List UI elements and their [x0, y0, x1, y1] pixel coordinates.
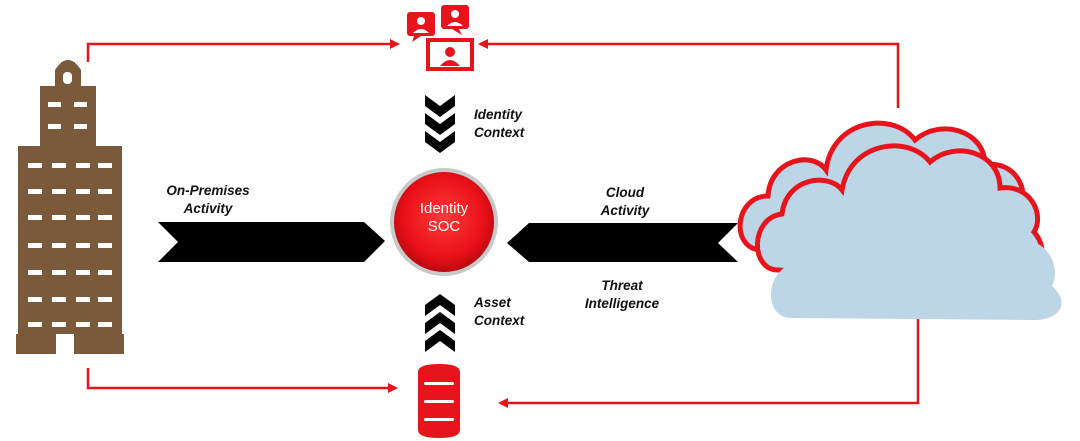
connector-cloud-to-users	[478, 39, 900, 108]
users-chat-icon	[407, 5, 474, 71]
onprem-activity-arrow	[158, 222, 385, 262]
asset-context-chevrons	[425, 294, 455, 352]
cloud-activity-label: Cloud Activity	[600, 185, 650, 218]
connector-lines	[86, 39, 920, 408]
database-icon	[418, 364, 460, 438]
cloud-icon	[737, 120, 1062, 320]
identity-soc-label: Identity SOC	[419, 200, 469, 235]
connector-building-to-users	[86, 39, 400, 62]
threat-intelligence-label: Threat Intelligence	[584, 278, 660, 311]
identity-context-label: Identity Context	[474, 107, 525, 140]
connector-cloud-to-database	[498, 318, 920, 408]
identity-context-chevrons	[425, 95, 455, 153]
asset-context-label: Asset Context	[474, 295, 525, 328]
connector-building-to-database	[86, 368, 398, 393]
building-icon	[16, 60, 124, 354]
cloud-activity-arrow	[507, 223, 738, 262]
identity-soc-node	[390, 168, 498, 276]
onprem-activity-label: On-Premises Activity	[166, 183, 250, 216]
